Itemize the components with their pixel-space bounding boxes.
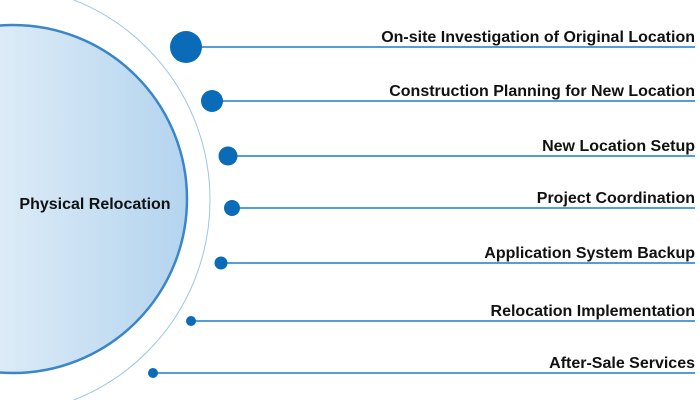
branch-label: Construction Planning for New Location	[389, 83, 695, 100]
branch-item: Application System Backup	[214, 245, 695, 270]
branch-item: Construction Planning for New Location	[201, 83, 695, 112]
bullet-dot	[218, 146, 238, 166]
branch-item: Project Coordination	[224, 190, 695, 216]
branch-label: Project Coordination	[537, 190, 695, 207]
bullet-dot	[170, 31, 202, 63]
branch-item: Relocation Implementation	[186, 303, 695, 326]
branch-item: On-site Investigation of Original Locati…	[170, 29, 695, 63]
bullet-dot	[201, 90, 223, 112]
branch-label: Relocation Implementation	[491, 303, 695, 320]
branch-item: After-Sale Services	[148, 355, 695, 378]
outer-arc	[72, 0, 211, 400]
bullet-dot	[148, 368, 158, 378]
bullet-dot	[214, 256, 228, 270]
branch-item: New Location Setup	[218, 138, 695, 166]
branch-label: After-Sale Services	[549, 355, 695, 372]
branch-label: New Location Setup	[542, 138, 695, 155]
center-circle	[0, 23, 189, 375]
center-label: Physical Relocation	[19, 196, 170, 213]
branch-label: On-site Investigation of Original Locati…	[381, 29, 695, 46]
bullet-dot	[224, 200, 240, 216]
branch-label: Application System Backup	[484, 245, 695, 262]
bullet-dot	[186, 316, 196, 326]
